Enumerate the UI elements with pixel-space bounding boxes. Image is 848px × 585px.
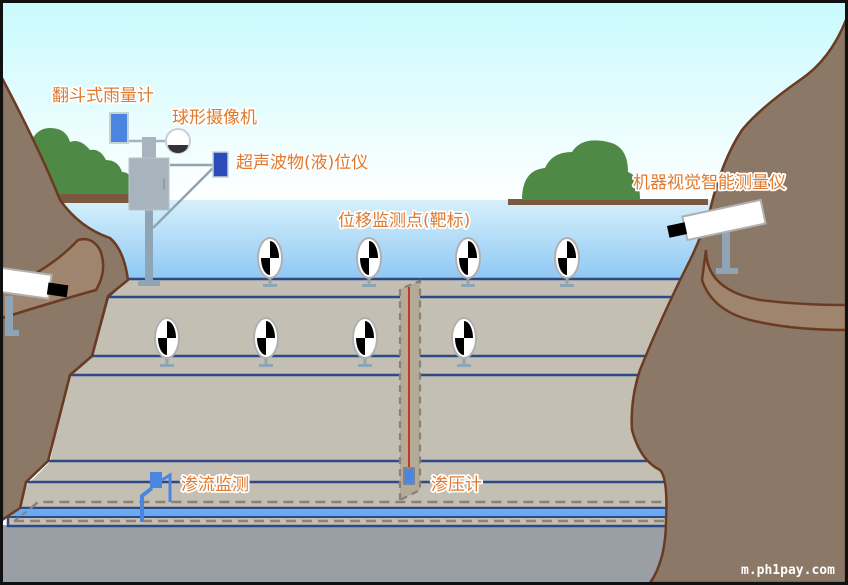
label-rain-gauge: 翻斗式雨量计 bbox=[52, 86, 154, 106]
watermark: m.ph1pay.com bbox=[741, 563, 835, 578]
label-ultrasonic-level: 超声波物(液)位仪 bbox=[236, 153, 368, 173]
displacement-target-icon bbox=[352, 317, 378, 367]
displacement-target-icon bbox=[257, 237, 283, 287]
displacement-target-icon bbox=[455, 237, 481, 287]
label-piezometer: 渗压计 bbox=[431, 475, 482, 495]
label-displacement-targets: 位移监测点(靶标) bbox=[338, 211, 470, 231]
piezometer-sensor bbox=[403, 467, 415, 485]
ultrasonic-level-icon bbox=[212, 151, 229, 178]
displacement-target-icon bbox=[154, 317, 180, 367]
displacement-target-icon bbox=[253, 317, 279, 367]
dam-body bbox=[6, 277, 702, 528]
displacement-target-icon bbox=[356, 237, 382, 287]
label-seepage-monitor: 渗流监测 bbox=[181, 475, 249, 495]
right-tree-island bbox=[508, 140, 708, 205]
seepage-monitor-device bbox=[140, 472, 172, 522]
right-mountain bbox=[630, 19, 848, 585]
rain-gauge-icon bbox=[109, 112, 129, 144]
left-mountain bbox=[0, 77, 130, 523]
label-dome-camera: 球形摄像机 bbox=[172, 108, 257, 128]
targets-row-2 bbox=[154, 317, 477, 367]
label-machine-vision: 机器视觉智能测量仪 bbox=[633, 173, 786, 193]
displacement-target-icon bbox=[451, 317, 477, 367]
dome-camera-icon bbox=[165, 128, 191, 154]
station-cabinet bbox=[128, 157, 170, 211]
machine-vision-camera-left bbox=[0, 266, 69, 336]
monitoring-station bbox=[109, 112, 229, 286]
targets-row-1 bbox=[257, 237, 580, 287]
piezometer-borehole bbox=[398, 279, 422, 501]
drainage-layer bbox=[12, 510, 702, 516]
displacement-target-icon bbox=[554, 237, 580, 287]
machine-vision-camera-right bbox=[666, 198, 767, 274]
station-pole bbox=[145, 208, 153, 284]
